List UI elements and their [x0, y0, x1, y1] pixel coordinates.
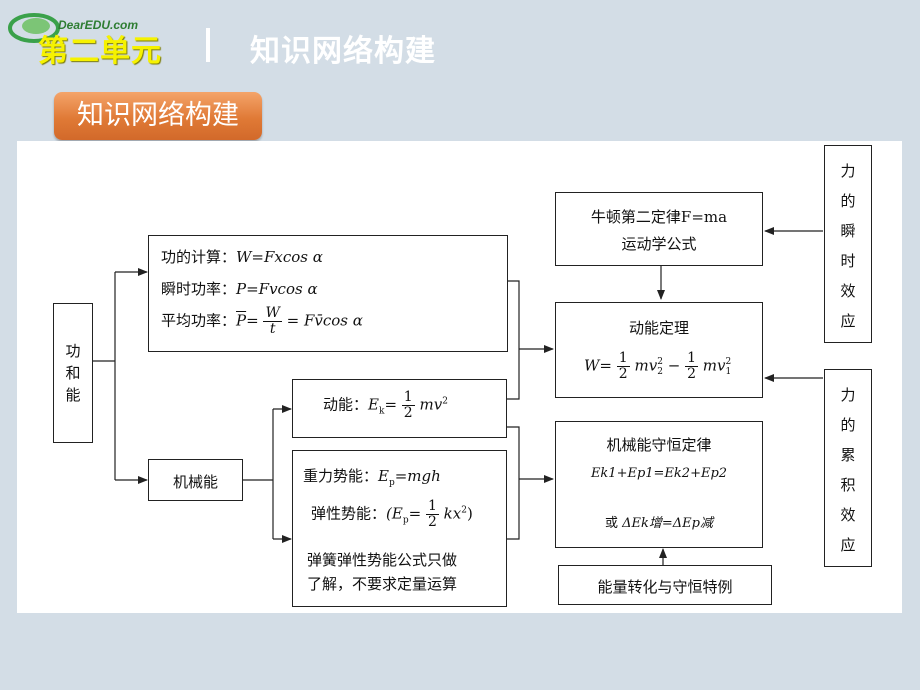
kinetic-e: E [368, 395, 379, 414]
conservation-law-box: 机械能守恒定律 Ek1+Ep1=Ek2+Ep2 或 ΔEk增=ΔEp减 [555, 421, 763, 548]
theorem-term2-sub: 1 [725, 366, 732, 377]
theorem-term1-sub: 2 [657, 366, 663, 377]
mechanical-energy-label: 机械能 [172, 473, 218, 491]
unit-title: 第二单元 [38, 34, 162, 69]
instant-power-formula: P=Fvcos α [236, 280, 318, 298]
conservation-formula: Ek1+Ep1=Ek2+Ep2 [590, 466, 728, 481]
elastic-pe-label: 弹性势能： [311, 504, 387, 523]
work-energy-char-1: 功 [65, 342, 81, 360]
theorem-frac2-n: 1 [685, 350, 698, 367]
theorem-frac2-d: 2 [687, 366, 696, 382]
elastic-frac-d: 2 [427, 514, 437, 530]
section-button[interactable]: 知识网络构建 [54, 92, 262, 140]
elastic-note-line1: 弹簧弹性势能公式只做 [307, 551, 458, 569]
instant-char-2: 的 [840, 192, 856, 210]
elastic-pe-open: (E [386, 504, 403, 523]
theorem-frac1-n: 1 [616, 350, 630, 367]
instant-power-label: 瞬时功率： [161, 280, 237, 298]
energy-conservation-special-box: 能量转化与守恒特例 [558, 565, 772, 605]
instant-char-1: 力 [840, 162, 856, 180]
cumulative-effect-box: 力 的 累 积 效 应 [824, 369, 872, 567]
theorem-minus: − [667, 356, 681, 375]
work-energy-char-3: 能 [65, 386, 81, 404]
instant-char-4: 时 [840, 252, 856, 270]
gravity-pe-rest: =mgh [394, 467, 441, 485]
theorem-term1-sup: 2 [657, 356, 663, 367]
mechanical-energy-box: 机械能 [148, 459, 243, 501]
cumulative-char-5: 效 [840, 506, 856, 524]
kinetic-label: 动能： [323, 395, 369, 414]
kinetic-frac-d: 2 [403, 405, 413, 421]
average-power-rest: = Fv̄cos α [286, 311, 363, 330]
average-power-denominator: t [269, 321, 276, 337]
average-power-label: 平均功率： [161, 311, 237, 330]
conservation-delta-formula: ΔEk增=ΔEp减 [622, 516, 713, 531]
cumulative-char-1: 力 [840, 386, 856, 404]
theorem-term2: mv [702, 356, 726, 375]
theorem-term2-sup: 2 [725, 356, 732, 367]
cumulative-char-4: 积 [840, 476, 856, 494]
cumulative-char-3: 累 [840, 446, 856, 464]
diagram-connectors [93, 227, 823, 565]
cumulative-char-2: 的 [840, 416, 856, 434]
gravity-pe-sub: p [388, 478, 395, 488]
kinetic-rest: mv [419, 395, 443, 414]
newton-law-box: 牛顿第二定律F=ma 运动学公式 [555, 192, 763, 266]
header-divider [206, 28, 210, 62]
cumulative-char-6: 应 [840, 536, 856, 554]
theorem-w: W [584, 356, 600, 375]
theorem-frac1-d: 2 [618, 366, 628, 382]
instant-char-5: 效 [840, 282, 856, 300]
elastic-pe-sup: 2 [461, 505, 467, 516]
newton-law-line1: 牛顿第二定律F=ma [590, 208, 728, 226]
theorem-eq: = [599, 356, 612, 375]
kinetic-eq: = [384, 395, 398, 414]
work-label: 功的计算： [161, 248, 237, 266]
conservation-or: 或 [604, 516, 618, 531]
gravity-pe-label: 重力势能： [303, 467, 379, 485]
elastic-pe-sub: p [402, 515, 409, 526]
work-energy-char-2: 和 [65, 364, 81, 382]
energy-special-label: 能量转化与守恒特例 [597, 578, 733, 596]
logo-text: DearEDU.com [58, 18, 139, 32]
average-power-eq: = [246, 311, 259, 330]
elastic-pe-eq: = [408, 504, 422, 523]
elastic-pe-close: ) [466, 504, 473, 523]
diagram-panel: 功 和 能 功的计算：W=Fxcos α 瞬时功率：P=Fvcos α 平均功率… [17, 141, 902, 613]
average-power-symbol: P [236, 311, 247, 330]
elastic-frac-n: 1 [425, 498, 439, 515]
conservation-title: 机械能守恒定律 [606, 436, 712, 454]
newton-law-line2: 运动学公式 [621, 235, 697, 253]
instant-char-6: 应 [840, 312, 856, 330]
logo-swoosh-icon [8, 13, 60, 43]
theorem-term1: mv [634, 356, 658, 375]
theorem-title: 动能定理 [628, 319, 689, 337]
work-formula: W=Fxcos α [236, 248, 323, 266]
work-energy-box: 功 和 能 [53, 303, 93, 443]
gravity-pe-e: E [378, 467, 389, 485]
kinetic-frac-n: 1 [401, 389, 415, 406]
average-power-numerator: W [263, 305, 282, 322]
elastic-note-line2: 了解，不要求定量运算 [307, 575, 458, 593]
logo [6, 8, 156, 46]
elastic-pe-rest: kx [443, 504, 462, 523]
kinetic-rest-sup: 2 [442, 396, 448, 407]
kinetic-e-sub: k [378, 406, 385, 417]
instant-effect-box: 力 的 瞬 时 效 应 [824, 145, 872, 343]
page-title: 知识网络构建 [250, 34, 436, 69]
instant-char-3: 瞬 [840, 222, 856, 240]
